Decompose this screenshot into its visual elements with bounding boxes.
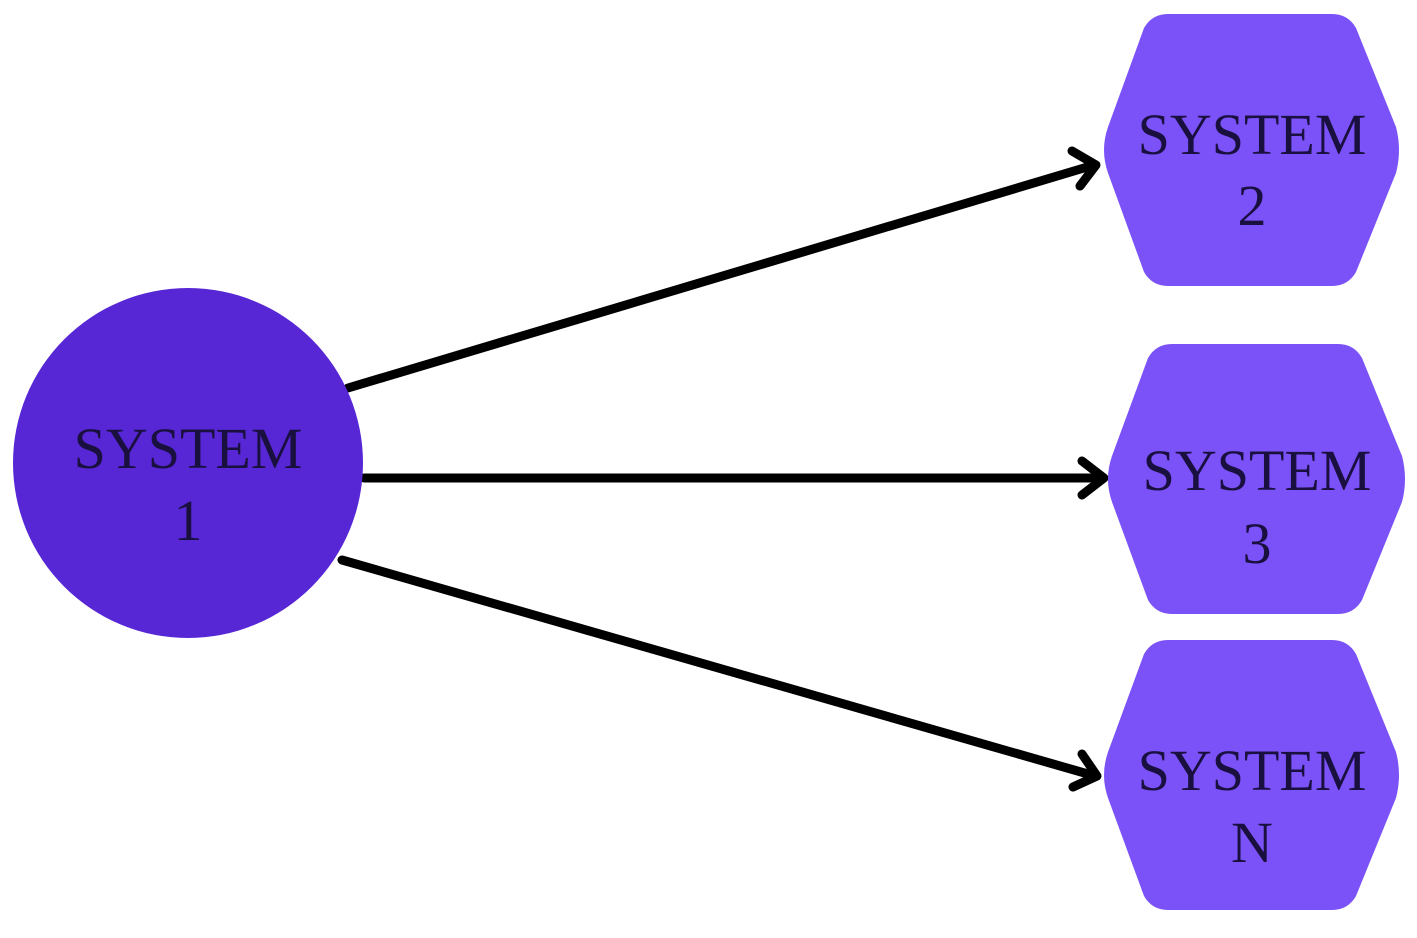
node-label-line2: 2 — [1238, 173, 1267, 238]
node-label-line1: SYSTEM — [1143, 438, 1372, 503]
node-label-line1: SYSTEM — [1138, 102, 1367, 167]
circle-node-shape — [13, 288, 363, 638]
arrow-1-to-n — [337, 555, 1102, 792]
node-system-n: SYSTEM N — [1104, 640, 1399, 910]
hexagon-node-shape — [1104, 640, 1399, 910]
hexagon-node-shape — [1108, 344, 1405, 614]
node-system-3: SYSTEM 3 — [1108, 344, 1405, 614]
node-label-line1: SYSTEM — [1138, 738, 1367, 803]
hexagon-node-shape — [1104, 14, 1399, 286]
node-system-2: SYSTEM 2 — [1104, 14, 1399, 286]
node-label-line2: N — [1231, 810, 1273, 875]
node-label-line2: 1 — [174, 488, 203, 553]
arrow-1-to-3 — [359, 456, 1109, 500]
node-system-1: SYSTEM 1 — [13, 288, 363, 638]
edges — [337, 146, 1109, 792]
node-label-line2: 3 — [1243, 511, 1272, 576]
node-label-line1: SYSTEM — [74, 416, 303, 481]
arrow-1-to-2 — [343, 146, 1101, 393]
